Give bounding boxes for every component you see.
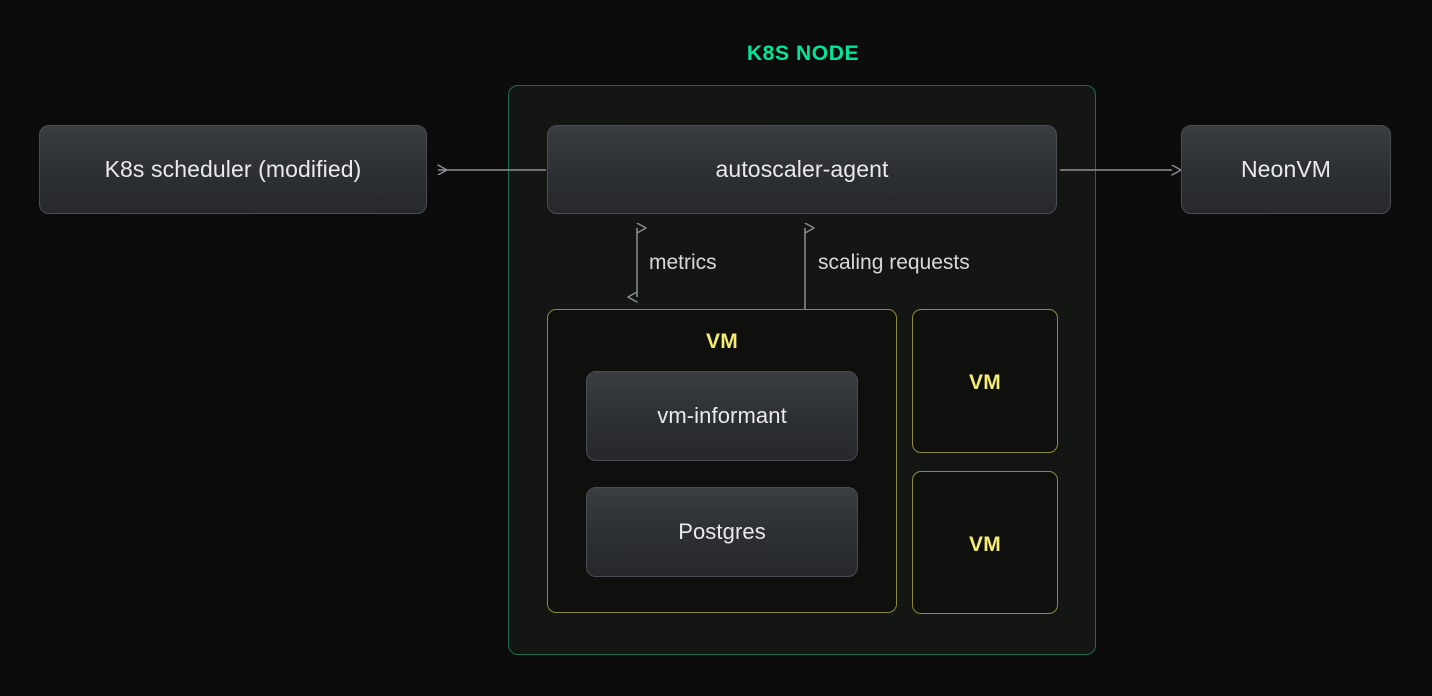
vm-secondary-2-label: VM	[968, 533, 1002, 556]
k8s-node-title: K8S NODE	[746, 42, 860, 65]
vm-informant-box: vm-informant	[586, 371, 858, 461]
edge-label-scaling-requests: scaling requests	[818, 251, 970, 274]
postgres-box: Postgres	[586, 487, 858, 577]
edge-label-metrics: metrics	[649, 251, 717, 274]
vm-main-label: VM	[705, 330, 739, 353]
vm-box-secondary-2: VM	[912, 471, 1058, 614]
k8s-scheduler-box: K8s scheduler (modified)	[39, 125, 427, 214]
vm-secondary-1-label: VM	[968, 371, 1002, 394]
neonvm-box: NeonVM	[1181, 125, 1391, 214]
vm-box-secondary-1: VM	[912, 309, 1058, 453]
autoscaler-agent-box: autoscaler-agent	[547, 125, 1057, 214]
